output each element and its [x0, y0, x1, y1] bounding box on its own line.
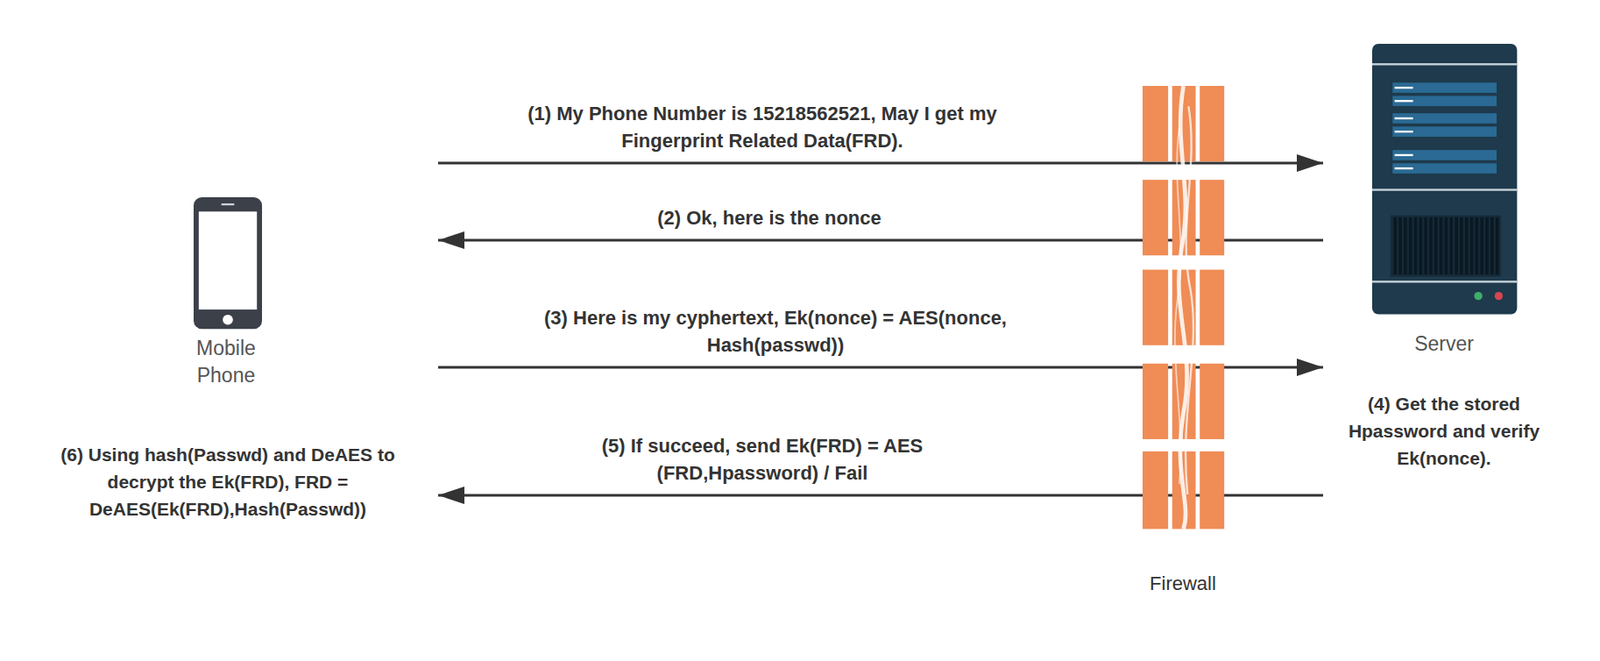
message-label: (2) Ok, here is the nonce [594, 204, 945, 232]
server-node: Server (4) Get the stored Hpassword and v… [1323, 39, 1578, 531]
node-label: Firewall [1121, 569, 1245, 597]
server-icon [1372, 43, 1517, 315]
phone-icon [193, 197, 262, 329]
firewall-node: Firewall [1139, 83, 1227, 609]
node-label: Mobile Phone [182, 334, 270, 390]
step-note: (4) Get the stored Hpassword and verify … [1343, 389, 1545, 472]
message-label: (5) If succeed, send Ek(FRD) = AES (FRD,… [560, 431, 964, 487]
step-note: (6) Using hash(Passwd) and DeAES to decr… [56, 440, 399, 523]
message-label: (3) Here is my cyphertext, Ek(nonce) = A… [495, 304, 1056, 359]
firewall-icon [1142, 85, 1225, 529]
message-label: (1) My Phone Number is 15218562521, May … [477, 99, 1048, 155]
node-label: Server [1400, 330, 1488, 358]
device-node: Mobile Phone (6) Using hash(Passwd) and D… [52, 140, 439, 544]
